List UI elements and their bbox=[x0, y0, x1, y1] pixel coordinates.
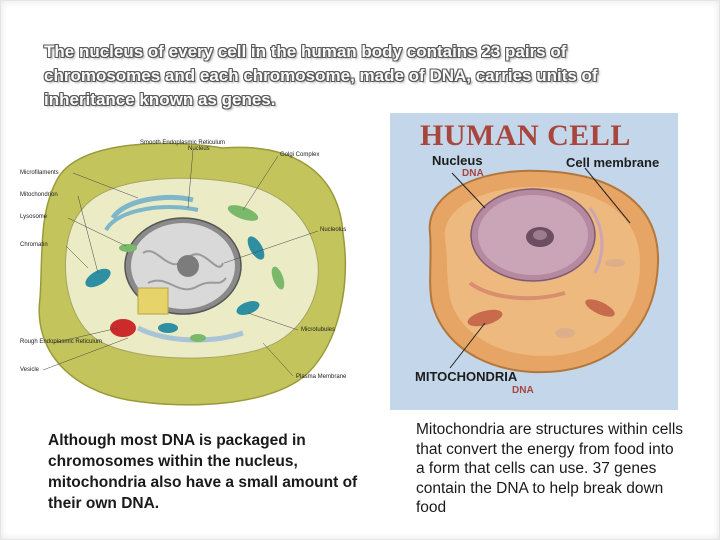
human-cell-title: HUMAN CELL bbox=[420, 119, 631, 152]
label-lysosome: Lysosome bbox=[20, 214, 48, 220]
headline-text: The nucleus of every cell in the human b… bbox=[44, 42, 598, 109]
human-cell-diagram: HUMAN CELL Nucleus DNA Cell membrane MIT… bbox=[390, 113, 678, 410]
label-microtubules: Microtubules bbox=[301, 327, 335, 333]
label-smooth-er: Smooth Endoplasmic Reticulum bbox=[140, 140, 225, 146]
label-mitochondrion: Mitochondrion bbox=[20, 192, 58, 198]
label-nucleus-dna: DNA bbox=[462, 168, 484, 179]
label-nucleus-right: Nucleus bbox=[432, 153, 483, 168]
label-vesicle: Vesicle bbox=[20, 367, 40, 373]
label-mitochondria-dna: DNA bbox=[512, 385, 534, 396]
caption-left: Although most DNA is packaged in chromos… bbox=[48, 432, 358, 512]
label-golgi: Golgi Complex bbox=[280, 152, 319, 158]
label-mitochondria: MITOCHONDRIA bbox=[415, 369, 518, 384]
label-rough-er: Rough Endoplasmic Reticulum bbox=[20, 339, 102, 345]
label-microfilaments: Microfilaments bbox=[20, 170, 59, 176]
label-chromatin: Chromatin bbox=[20, 242, 48, 248]
caption-right: Mitochondria are structures within cells… bbox=[416, 421, 684, 516]
animal-cell-diagram: Smooth Endoplasmic Reticulum Microfilame… bbox=[18, 138, 353, 413]
animal-cell-illustration: Smooth Endoplasmic Reticulum Microfilame… bbox=[20, 140, 347, 406]
label-nucleus: Nucleus bbox=[188, 146, 210, 152]
label-cell-membrane: Cell membrane bbox=[566, 155, 659, 170]
label-plasma-membrane: Plasma Membrane bbox=[296, 374, 347, 380]
label-nucleolus: Nucleolus bbox=[320, 227, 346, 233]
human-cell-illustration: HUMAN CELL Nucleus DNA Cell membrane MIT… bbox=[415, 119, 659, 396]
